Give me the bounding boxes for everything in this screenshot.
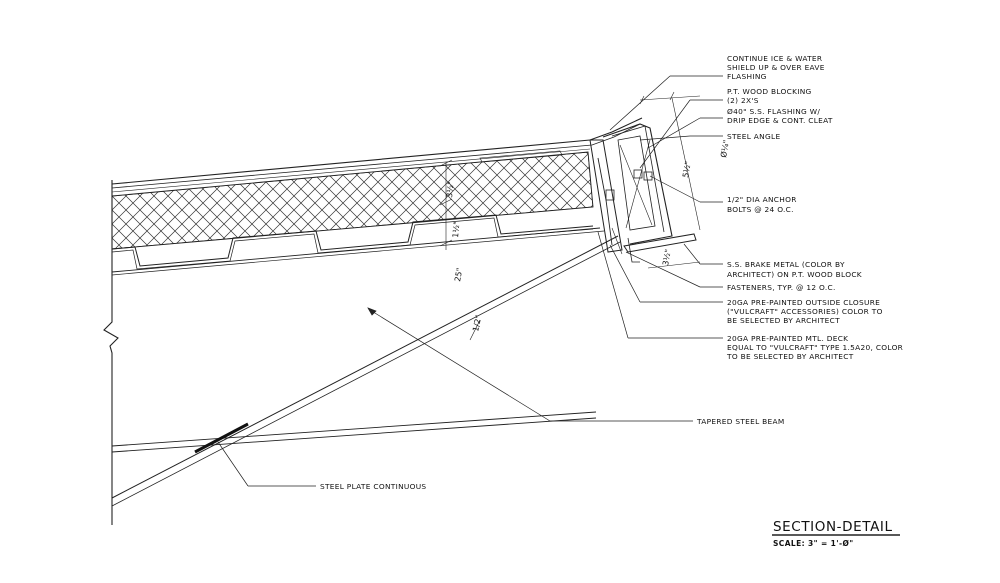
leader-lines xyxy=(217,75,723,487)
note-line: STEEL PLATE CONTINUOUS xyxy=(320,482,426,491)
note-steel-plate: STEEL PLATE CONTINUOUS xyxy=(320,482,426,491)
note-line: TO BE SELECTED BY ARCHITECT xyxy=(726,352,854,361)
note-anchor-bolts: 1/2" DIA ANCHOR BOLTS @ 24 O.C. xyxy=(727,195,797,214)
steel-plate xyxy=(194,422,249,454)
note-line: 1/2" DIA ANCHOR xyxy=(727,195,797,204)
drawing-scale: SCALE: 3" = 1'-Ø" xyxy=(773,539,854,548)
dim-edge-side: 5½" xyxy=(681,161,693,179)
note-tapered-beam: TAPERED STEEL BEAM xyxy=(696,417,785,426)
note-brake-metal: S.S. BRAKE METAL (COLOR BY ARCHITECT) ON… xyxy=(727,260,862,279)
note-outside-closure: 20GA PRE-PAINTED OUTSIDE CLOSURE ("VULCR… xyxy=(727,298,883,325)
dimension-lines xyxy=(439,91,701,341)
dim-edge-bottom: 3½" xyxy=(661,249,673,267)
note-line: FLASHING xyxy=(727,72,767,81)
dim-insulation: 3½" xyxy=(445,181,455,198)
left-break-line xyxy=(103,180,119,525)
note-ss-flashing: Ø40" S.S. FLASHING W/ DRIP EDGE & CONT. … xyxy=(727,107,833,125)
note-line: TAPERED STEEL BEAM xyxy=(696,417,785,426)
edge-assembly xyxy=(589,123,697,263)
note-ice-water: CONTINUE ICE & WATER SHIELD UP & OVER EA… xyxy=(727,54,825,81)
note-line: EQUAL TO "VULCRAFT" TYPE 1.5A20, COLOR xyxy=(727,343,903,352)
note-line: CONTINUE ICE & WATER xyxy=(727,54,822,63)
note-mtl-deck: 20GA PRE-PAINTED MTL. DECK EQUAL TO "VUL… xyxy=(726,334,903,361)
note-line: (2) 2X'S xyxy=(727,96,759,105)
note-line: STEEL ANGLE xyxy=(727,132,780,141)
note-line: Ø40" S.S. FLASHING W/ xyxy=(727,107,820,116)
dim-beam-depth: 25" xyxy=(453,267,464,282)
dim-plate: 1/2" xyxy=(471,314,483,332)
note-wood-blocking: P.T. WOOD BLOCKING (2) 2X'S xyxy=(727,87,812,105)
tapered-steel-beam xyxy=(111,235,621,507)
note-line: 20GA PRE-PAINTED MTL. DECK xyxy=(727,334,848,343)
rigid-insulation xyxy=(111,151,594,250)
title-block: SECTION-DETAIL SCALE: 3" = 1'-Ø" xyxy=(772,519,900,548)
note-line: P.T. WOOD BLOCKING xyxy=(727,87,812,96)
note-line: BOLTS @ 24 O.C. xyxy=(727,205,794,214)
dim-edge-top: Ø¼" xyxy=(718,139,731,158)
note-steel-angle: STEEL ANGLE xyxy=(727,132,780,141)
note-line: SHIELD UP & OVER EAVE xyxy=(727,63,825,72)
dimension-labels: 3½" 1½" 25" 1/2" Ø¼" 5½" 3½" xyxy=(445,139,731,332)
note-line: BE SELECTED BY ARCHITECT xyxy=(727,316,840,325)
note-line: ARCHITECT) ON P.T. WOOD BLOCK xyxy=(727,270,862,279)
metal-deck xyxy=(111,214,605,276)
note-line: ("VULCRAFT" ACCESSORIES) COLOR TO xyxy=(727,307,883,316)
note-line: S.S. BRAKE METAL (COLOR BY xyxy=(727,260,845,269)
note-line: 20GA PRE-PAINTED OUTSIDE CLOSURE xyxy=(727,298,880,307)
dim-deck: 1½" xyxy=(451,221,461,238)
note-fasteners: FASTENERS, TYP. @ 12 O.C. xyxy=(727,283,836,292)
note-line: FASTENERS, TYP. @ 12 O.C. xyxy=(727,283,836,292)
drawing-title: SECTION-DETAIL xyxy=(773,519,893,535)
note-line: DRIP EDGE & CONT. CLEAT xyxy=(727,116,833,125)
